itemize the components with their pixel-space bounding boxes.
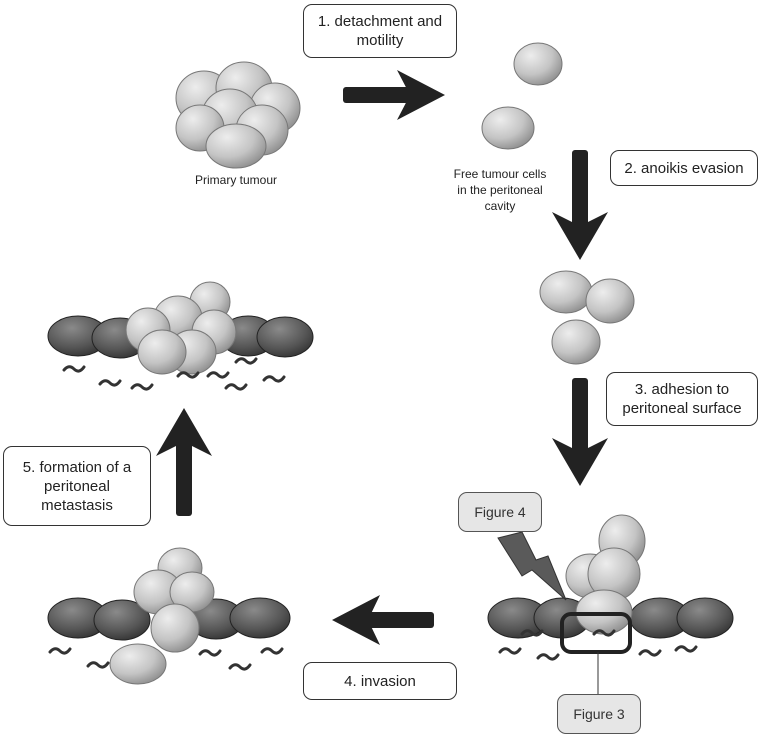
primary-tumour-cluster xyxy=(175,61,301,169)
invasion-scene xyxy=(47,547,291,685)
figure4-callout[interactable]: Figure 4 xyxy=(458,492,542,532)
free-tumour-cells xyxy=(481,42,563,150)
arrow-down-adhesion xyxy=(552,378,608,486)
figure3-callout[interactable]: Figure 3 xyxy=(557,694,641,734)
primary-tumour-caption: Primary tumour xyxy=(194,173,277,187)
arrow-up-formation xyxy=(156,408,212,516)
step4-label: 4. invasion xyxy=(303,662,457,700)
lightning-bolt xyxy=(497,531,567,601)
arrow-down-anoikis xyxy=(552,150,608,260)
arrow-right-detachment xyxy=(343,70,445,120)
step1-label: 1. detachment and motility xyxy=(303,4,457,58)
step5-label: 5. formation of a peritoneal metastasis xyxy=(3,446,151,526)
step2-label: 2. anoikis evasion xyxy=(610,150,758,186)
free-cells-caption: Free tumour cells in the peritoneal cavi… xyxy=(453,167,547,213)
step3-label: 3. adhesion to peritoneal surface xyxy=(606,372,758,426)
arrow-left-invasion xyxy=(332,595,434,645)
metastasis-scene xyxy=(47,281,314,391)
adhesion-scene xyxy=(487,514,734,661)
surviving-cell-cluster xyxy=(539,270,635,365)
